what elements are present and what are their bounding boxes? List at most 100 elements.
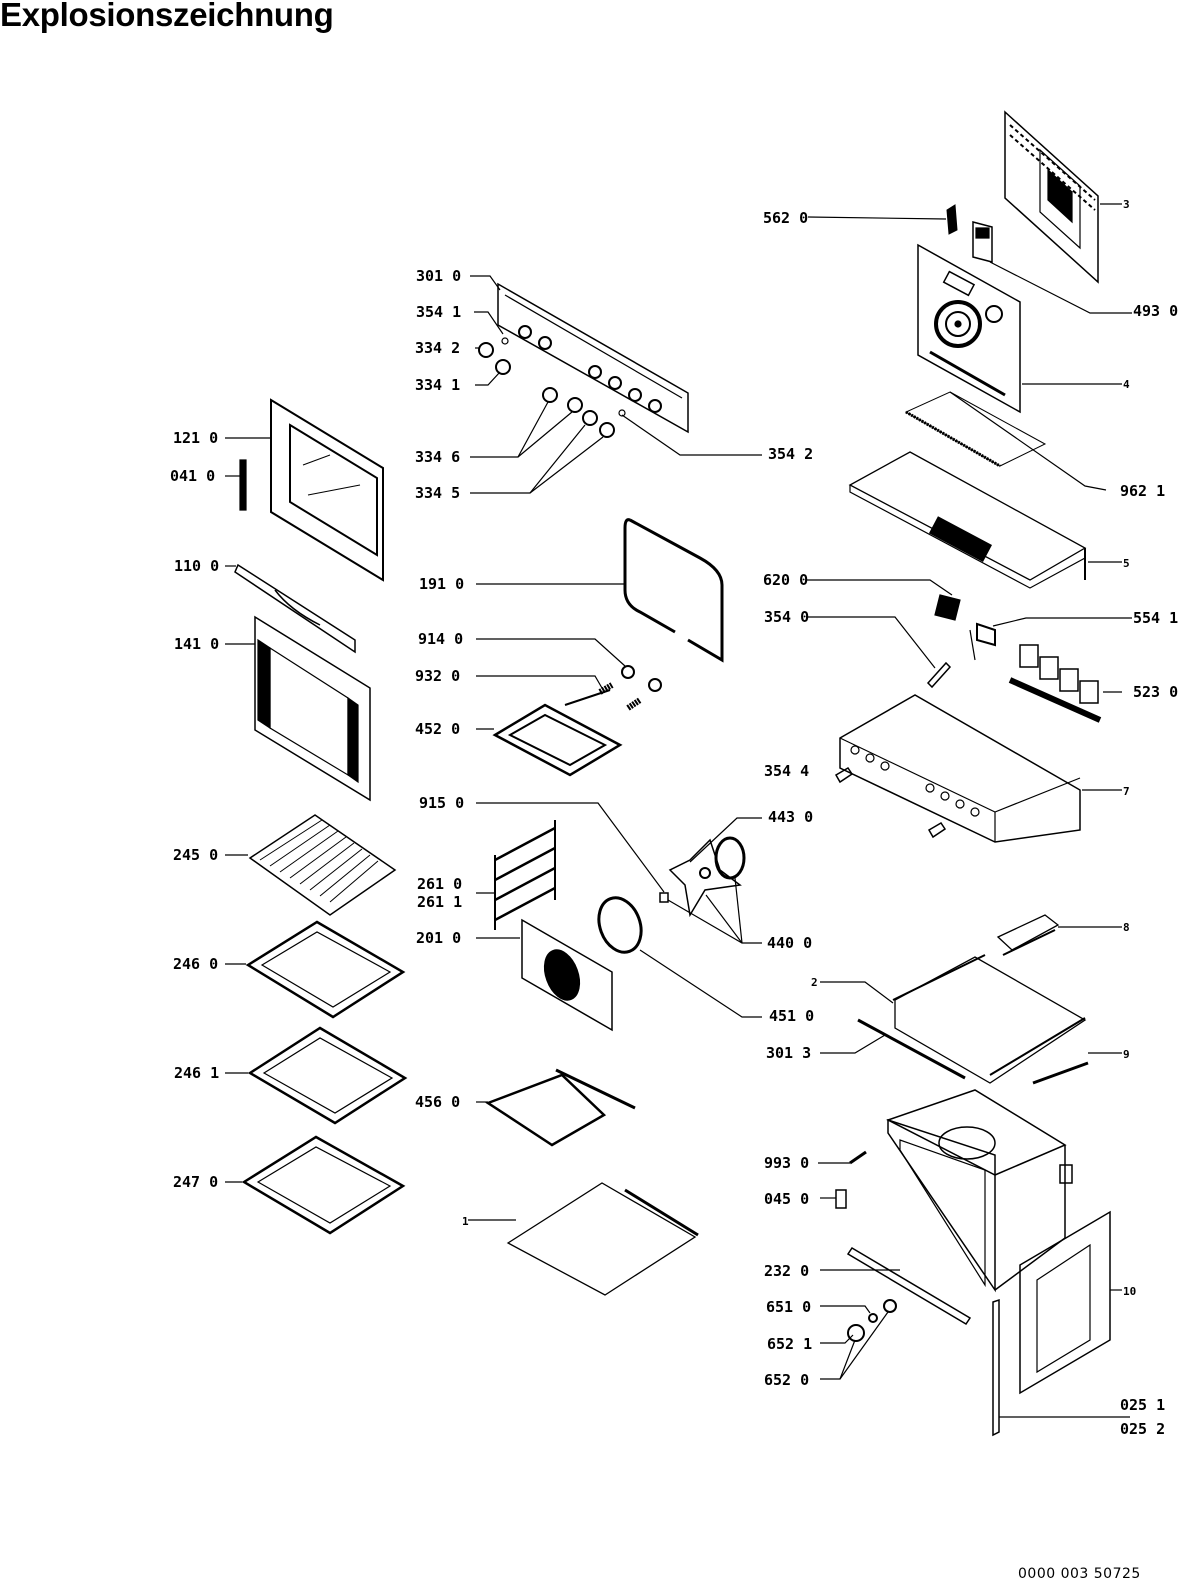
- callout-246-0: 246 0: [173, 955, 219, 973]
- callout-5: 5: [1123, 557, 1130, 570]
- part-025-seal: [993, 1300, 1130, 1435]
- part-4-back-panel: [918, 245, 1122, 412]
- callout-354-2: 354 2: [768, 445, 814, 463]
- part-443-fan-blade: [670, 818, 762, 915]
- callout-354-1: 354 1: [416, 303, 462, 321]
- part-354-4-screw: [836, 768, 945, 837]
- part-oven-cavity: [888, 1090, 1072, 1290]
- part-232-trim: [820, 1248, 970, 1324]
- part-523-switch-block: [1010, 645, 1122, 720]
- part-440-fan-motor: [668, 838, 762, 943]
- callout-620-0: 620 0: [763, 571, 809, 589]
- part-456-lower-element: [476, 1070, 635, 1145]
- part-141-outer-door: [225, 617, 370, 800]
- callout-962-1: 962 1: [1120, 482, 1166, 500]
- callout-301-0: 301 0: [416, 267, 462, 285]
- part-452-heating-element: [476, 690, 620, 775]
- part-301-3-rail: [820, 1020, 965, 1078]
- part-554-lamp: [970, 618, 1132, 660]
- callout-110-0: 110 0: [174, 557, 220, 575]
- callout-440-0: 440 0: [767, 934, 813, 952]
- callout-452-0: 452 0: [415, 720, 461, 738]
- part-246-1-tray: [225, 1028, 405, 1123]
- callout-261-0: 261 0: [417, 875, 463, 893]
- part-261-shelf-support: [476, 820, 555, 930]
- callout-121-0: 121 0: [173, 429, 219, 447]
- part-247-tray: [225, 1137, 403, 1233]
- callout-7: 7: [1123, 785, 1130, 798]
- callout-041-0: 041 0: [170, 467, 216, 485]
- callout-651-0: 651 0: [766, 1298, 812, 1316]
- part-110-handle: [225, 565, 355, 652]
- callout-451-0: 451 0: [769, 1007, 815, 1025]
- callout-4: 4: [1123, 378, 1130, 391]
- part-10-side-panel: [1020, 1212, 1122, 1393]
- callout-932-0: 932 0: [415, 667, 461, 685]
- part-8-bracket: [998, 915, 1122, 955]
- callout-9: 9: [1123, 1048, 1130, 1061]
- part-354-0-pin: [806, 617, 950, 687]
- part-914-nut: [476, 639, 661, 691]
- callout-025-2: 025 2: [1120, 1420, 1166, 1438]
- part-3-rear-cover: [1005, 112, 1122, 282]
- callout-3: 3: [1123, 198, 1130, 211]
- page-title: Explosionszeichnung: [0, 0, 334, 33]
- callout-554-1: 554 1: [1133, 609, 1179, 627]
- part-045-clip: [820, 1190, 846, 1208]
- callout-261-1: 261 1: [417, 893, 463, 911]
- part-246-0-tray: [225, 922, 403, 1017]
- part-191-gasket: [476, 520, 722, 660]
- callout-301-3: 301 3: [766, 1044, 812, 1062]
- callout-354-4: 354 4: [764, 762, 810, 780]
- callout-915-0: 915 0: [419, 794, 465, 812]
- callout-334-2: 334 2: [415, 339, 461, 357]
- part-245-wire-rack: [225, 815, 395, 915]
- callout-191-0: 191 0: [419, 575, 465, 593]
- part-041-hinge: [225, 460, 246, 510]
- part-5-top-plate: [850, 452, 1122, 588]
- callout-652-0: 652 0: [764, 1371, 810, 1389]
- callout-045-0: 045 0: [764, 1190, 810, 1208]
- callout-993-0: 993 0: [764, 1154, 810, 1172]
- callout-246-1: 246 1: [174, 1064, 220, 1082]
- callout-8: 8: [1123, 921, 1130, 934]
- part-1-bottom-plate: [468, 1183, 698, 1295]
- callout-247-0: 247 0: [173, 1173, 219, 1191]
- part-2-base-plate: [820, 955, 1085, 1083]
- part-932-spring: [476, 676, 640, 708]
- callout-245-0: 245 0: [173, 846, 219, 864]
- callout-2: 2: [811, 976, 818, 989]
- callout-025-1: 025 1: [1120, 1396, 1166, 1414]
- part-121-inner-door: [225, 400, 383, 580]
- callout-523-0: 523 0: [1133, 683, 1179, 701]
- part-301-control-panel: [470, 276, 688, 432]
- callout-141-0: 141 0: [174, 635, 220, 653]
- callout-493-0: 493 0: [1133, 302, 1179, 320]
- callout-443-0: 443 0: [768, 808, 814, 826]
- callout-456-0: 456 0: [415, 1093, 461, 1111]
- part-652-lamp: [820, 1312, 888, 1379]
- callout-201-0: 201 0: [416, 929, 462, 947]
- part-9-strip: [1033, 1053, 1122, 1083]
- callout-334-6: 334 6: [415, 448, 461, 466]
- part-201-fan-cover: [476, 920, 612, 1030]
- document-code: 0000 003 50725: [1018, 1566, 1141, 1582]
- callout-914-0: 914 0: [418, 630, 464, 648]
- callout-334-5: 334 5: [415, 484, 461, 502]
- callout-562-0: 562 0: [763, 209, 809, 227]
- callout-10: 10: [1123, 1285, 1137, 1298]
- part-651-lamp-cover: [820, 1300, 896, 1322]
- part-7-control-box: [840, 695, 1122, 842]
- part-962-strip: [906, 392, 1106, 490]
- part-620-switch: [806, 580, 960, 620]
- part-562-bracket: [808, 205, 957, 234]
- callout-334-1: 334 1: [415, 376, 461, 394]
- part-993-screw: [818, 1152, 866, 1163]
- callout-354-0: 354 0: [764, 608, 810, 626]
- part-915-bushing: [476, 803, 668, 902]
- callout-652-1: 652 1: [767, 1335, 813, 1353]
- part-493-motor: [973, 222, 1132, 313]
- callout-232-0: 232 0: [764, 1262, 810, 1280]
- callout-1: 1: [462, 1215, 469, 1228]
